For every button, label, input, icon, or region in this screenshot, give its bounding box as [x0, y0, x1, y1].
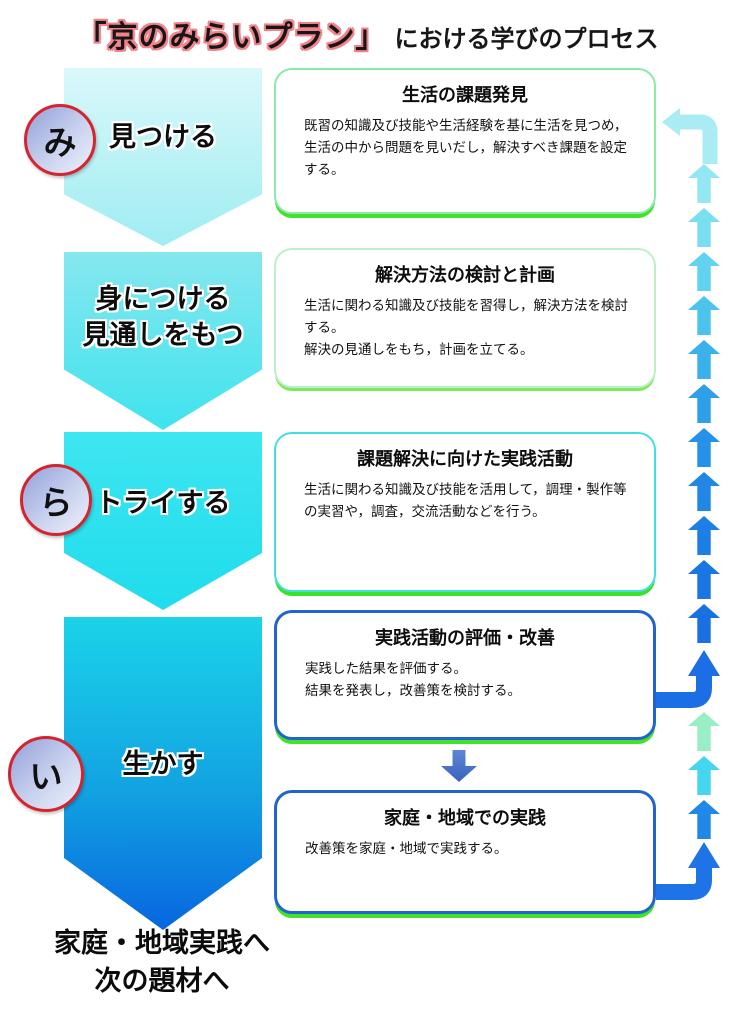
card-body: 生活に関わる知識及び技能を習得し，解決方法を検討する。 解決の見通しをもち，計画…	[304, 298, 628, 358]
loop-arrow-home-icon	[656, 842, 720, 900]
chevron-label-line1: 身につける	[95, 284, 231, 315]
card-title: 生活の課題発見	[402, 85, 528, 106]
card-title: 実践活動の評価・改善	[375, 628, 555, 649]
down-arrow-icon	[441, 750, 477, 782]
badge-mi: み	[24, 104, 96, 176]
card-practical-activity: 課題解決に向けた実践活動 生活に関わる知識及び技能を活用して，調理・製作等の実習…	[274, 432, 656, 592]
card-body: 生活に関わる知識及び技能を活用して，調理・製作等の実習や，調査，交流活動などを行…	[304, 482, 627, 520]
up-arrow-icon	[688, 384, 720, 423]
footer-line-2: 次の題材へ	[94, 966, 230, 997]
chevron-label: トライする	[95, 488, 231, 519]
card-body: 改善策を家庭・地域で実践する。	[305, 841, 508, 857]
page-title: 「京のみらいプラン」における学びのプロセス	[0, 12, 735, 56]
footer: 家庭・地域実践へ 次の題材へ	[12, 925, 312, 1001]
up-arrow-icon	[688, 472, 720, 511]
up-arrow-icon	[688, 428, 720, 467]
title-highlight: 「京のみらいプラン」	[76, 20, 387, 55]
up-arrow-icon	[688, 800, 720, 839]
card-title: 解決方法の検討と計画	[375, 265, 555, 286]
chevron-mitsukeru: 見つける	[64, 68, 262, 246]
up-arrow-icon	[688, 712, 720, 751]
footer-line-1: 家庭・地域実践へ	[54, 928, 270, 959]
card-title: 課題解決に向けた実践活動	[357, 449, 573, 470]
up-arrow-icon	[688, 296, 720, 335]
chevron-try: トライする	[64, 432, 262, 610]
up-arrow-icon	[688, 756, 720, 795]
loop-arrow-evaluate-icon	[656, 650, 720, 708]
chevron-label: 見つける	[109, 122, 217, 153]
up-arrow-icon	[688, 604, 720, 643]
loop-arrow-top-icon	[662, 108, 718, 164]
up-arrow-icon	[688, 340, 720, 379]
card-body: 既習の知識及び技能や生活経験を基に生活を見つめ，生活の中から問題を見いだし，解決…	[304, 118, 628, 178]
chevron-minitsukeru: 身につける 見通しをもつ	[64, 252, 262, 430]
up-arrow-chain-upper	[688, 164, 720, 643]
chevron-ikasu: 生かす	[64, 617, 262, 930]
card-problem-discovery: 生活の課題発見 既習の知識及び技能や生活経験を基に生活を見つめ，生活の中から問題…	[274, 68, 656, 214]
badge-i: い	[8, 736, 84, 812]
card-body: 実践した結果を評価する。 結果を発表し，改善策を検討する。	[305, 661, 521, 699]
up-arrow-icon	[688, 560, 720, 599]
card-solution-planning: 解決方法の検討と計画 生活に関わる知識及び技能を習得し，解決方法を検討する。 解…	[274, 248, 656, 388]
card-home-region-practice: 家庭・地域での実践 改善策を家庭・地域で実践する。	[274, 790, 656, 914]
up-arrow-icon	[688, 516, 720, 555]
badge-ra: ら	[20, 464, 92, 536]
chevron-label-line2: 見通しをもつ	[82, 320, 244, 351]
up-arrow-icon	[688, 164, 720, 203]
card-title: 家庭・地域での実践	[384, 808, 546, 829]
up-arrow-chain-lower	[688, 712, 720, 839]
up-arrow-icon	[688, 208, 720, 247]
title-suffix: における学びのプロセス	[394, 25, 659, 53]
chevron-label: 身につける 見通しをもつ	[64, 282, 262, 354]
up-arrow-icon	[688, 252, 720, 291]
card-evaluation-improvement: 実践活動の評価・改善 実践した結果を評価する。 結果を発表し，改善策を検討する。	[274, 610, 656, 740]
chevron-label: 生かす	[122, 749, 204, 780]
